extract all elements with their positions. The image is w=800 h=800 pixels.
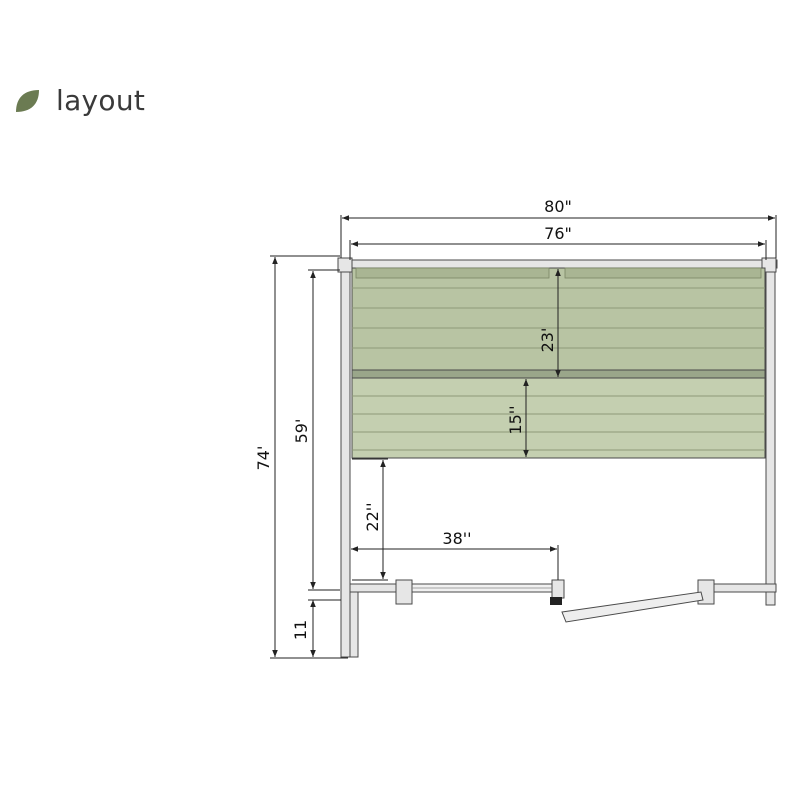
label-lower-bench: 15'' — [506, 405, 525, 434]
corner-post-tl — [337, 257, 353, 273]
right-wall — [765, 259, 776, 606]
left-wall — [340, 259, 351, 658]
top-wall — [340, 259, 778, 269]
section-heading: layout — [12, 84, 145, 117]
label-inner-width: 76" — [544, 224, 572, 243]
front-window — [411, 583, 553, 593]
post-mid — [551, 579, 565, 599]
label-outer-width: 80" — [544, 197, 572, 216]
lower-bench — [351, 377, 766, 459]
leaf-icon — [16, 89, 39, 112]
label-upper-bench: 23' — [538, 328, 557, 353]
walls — [337, 257, 778, 658]
label-entry-depth: 11 — [291, 620, 310, 640]
entry-wall — [349, 591, 359, 658]
door — [550, 591, 704, 623]
heading-title: layout — [56, 84, 146, 117]
dimension-lines — [270, 215, 777, 659]
label-interior-height: 59' — [292, 419, 311, 444]
label-clearance: 22'' — [363, 502, 382, 531]
label-door-offset: 38'' — [442, 529, 471, 548]
post-bl — [395, 579, 413, 605]
label-outer-height: 74' — [254, 446, 273, 471]
